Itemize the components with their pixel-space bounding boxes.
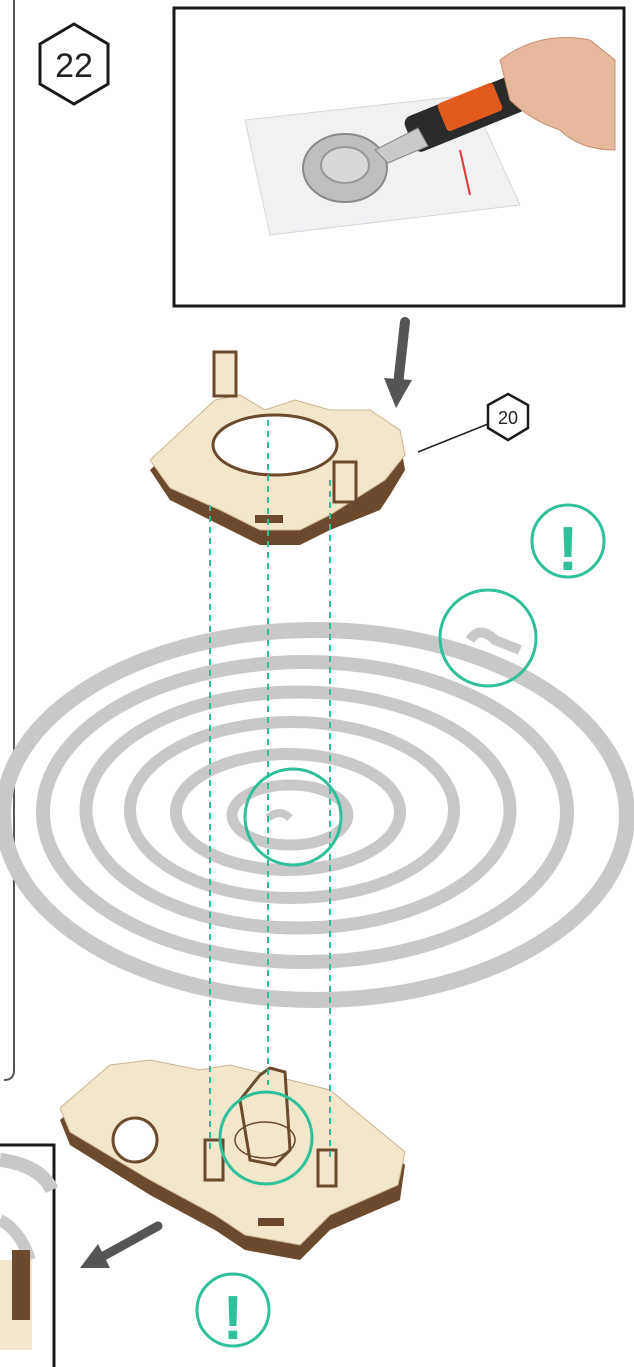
- step-badge: 22: [40, 24, 108, 104]
- step-number: 22: [55, 47, 93, 85]
- warning-icon-top: !: [532, 505, 604, 584]
- part-callout: 20: [418, 394, 528, 452]
- spiral-spring: [3, 630, 627, 1000]
- left-panel-border: [4, 0, 14, 1080]
- warning-mark: !: [223, 1284, 244, 1353]
- bottom-wooden-base: [60, 1060, 405, 1260]
- warning-mark: !: [558, 515, 579, 584]
- down-arrow-icon: [384, 322, 412, 408]
- part-number: 20: [498, 408, 518, 428]
- top-wooden-piece: [150, 352, 405, 545]
- detail-inset: [0, 1145, 54, 1367]
- photo-inset: [174, 8, 624, 306]
- left-arrow-icon: [80, 1226, 158, 1268]
- warning-icon-bottom: !: [197, 1274, 269, 1353]
